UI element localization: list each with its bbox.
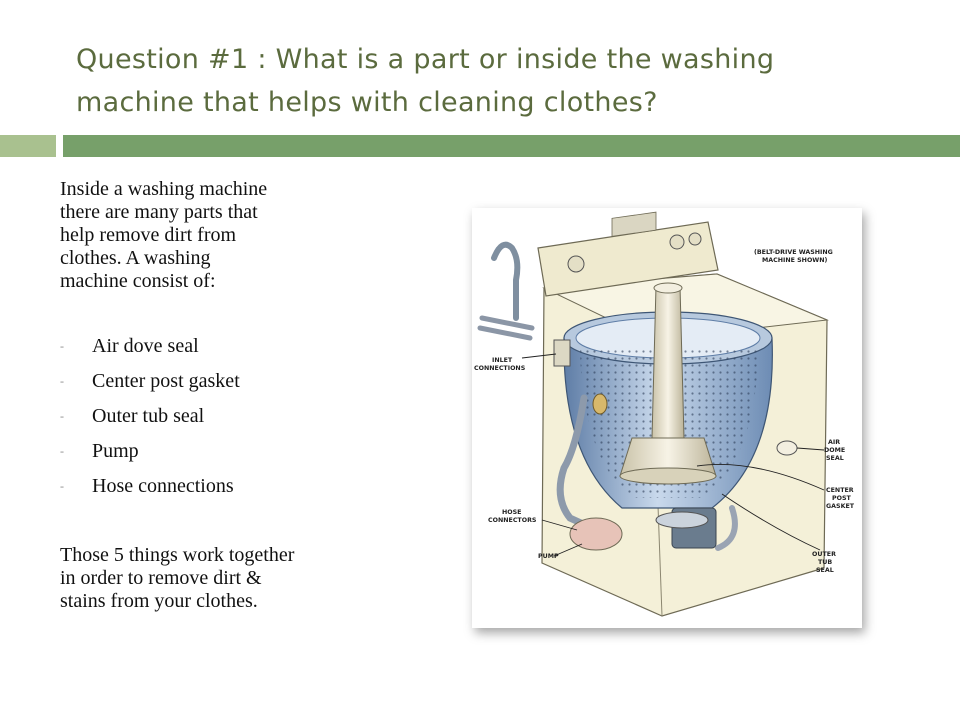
pump-label: PUMP (538, 553, 559, 560)
title-line-2: machine that helps with cleaning clothes… (76, 87, 658, 118)
closing-line: stains from your clothes. (60, 590, 258, 612)
pump (569, 507, 717, 551)
diagram-note-line: (BELT-DRIVE WASHING (754, 249, 833, 256)
title-line-1: Question #1 : What is a part or inside t… (76, 44, 775, 75)
air-dome-label: AIR (828, 439, 840, 446)
washing-machine-diagram: (BELT-DRIVE WASHING MACHINE SHOWN) INLET… (472, 208, 862, 628)
list-item: - Air dove seal (60, 329, 380, 364)
list-item-label: Hose connections (92, 475, 234, 497)
list-item: - Outer tub seal (60, 399, 380, 434)
list-item-label: Air dove seal (92, 335, 199, 357)
list-item: - Hose connections (60, 469, 380, 504)
outer-tub-label: OUTER (812, 551, 836, 558)
outer-tub-label: TUB (818, 559, 832, 566)
inlet-valve (553, 339, 571, 367)
diagram-note-line: MACHINE SHOWN) (762, 257, 828, 264)
intro-line: machine consist of: (60, 270, 216, 292)
valve-fitting (592, 393, 608, 415)
outer-tub-label: SEAL (816, 567, 834, 574)
agitator (619, 282, 717, 485)
dash-icon: - (60, 479, 64, 493)
center-post-label: POST (832, 495, 852, 502)
slide-title: Question #1 : What is a part or inside t… (76, 38, 916, 124)
list-item: - Pump (60, 434, 380, 469)
intro-line: clothes. A washing (60, 247, 211, 269)
intro-line: Inside a washing machine (60, 178, 268, 200)
dash-icon: - (60, 409, 64, 423)
intro-line: help remove dirt from (60, 224, 237, 246)
accent-bar-left (0, 135, 56, 157)
dash-icon: - (60, 339, 64, 353)
washing-machine-illustration: (BELT-DRIVE WASHING MACHINE SHOWN) INLET… (474, 211, 855, 617)
center-post-label: GASKET (826, 503, 855, 510)
hose-connectors-label: HOSE (502, 509, 521, 516)
body-text: Inside a washing machine there are many … (60, 178, 380, 613)
center-post-label: CENTER (826, 487, 854, 494)
air-dome-label: DOME (824, 447, 845, 454)
intro-line: there are many parts that (60, 201, 258, 223)
hose-connectors-label: CONNECTORS (488, 517, 537, 524)
hoses (477, 241, 738, 551)
list-item-label: Outer tub seal (92, 405, 205, 427)
dash-icon: - (60, 444, 64, 458)
list-item-label: Center post gasket (92, 370, 240, 392)
closing-line: in order to remove dirt & (60, 567, 262, 589)
air-dome-label: SEAL (826, 455, 844, 462)
list-item: - Center post gasket (60, 364, 380, 399)
accent-bar-right (63, 135, 960, 157)
intro-paragraph: Inside a washing machine there are many … (60, 178, 380, 293)
closing-paragraph: Those 5 things work together in order to… (60, 544, 380, 613)
air-dome (776, 440, 798, 456)
closing-line: Those 5 things work together (60, 544, 295, 566)
dash-icon: - (60, 374, 64, 388)
list-item-label: Pump (92, 440, 139, 462)
inlet-label: INLET (492, 357, 513, 364)
leader-lines (521, 353, 825, 557)
inlet-label: CONNECTIONS (474, 365, 526, 372)
parts-list: - Air dove seal - Center post gasket - Oute… (60, 329, 380, 504)
